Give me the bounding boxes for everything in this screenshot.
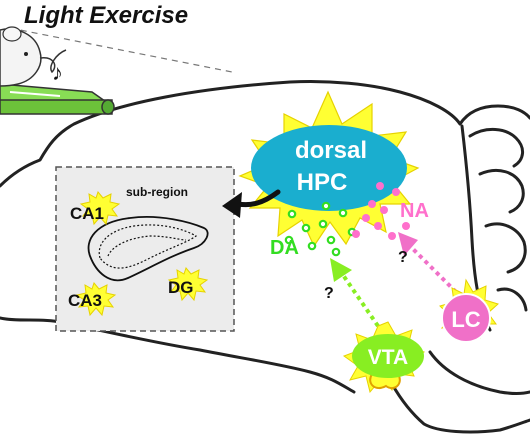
- hpc-label-line1: dorsal: [295, 137, 367, 164]
- label-ca1: CA1: [70, 204, 104, 223]
- hpc-label-line2: HPC: [297, 169, 348, 196]
- vta-nucleus: [352, 334, 424, 378]
- curved-arrow-icon: [222, 189, 281, 218]
- label-da: DA: [270, 237, 299, 259]
- hippocampus-outline: [87, 216, 209, 282]
- lc-projection: [398, 232, 458, 294]
- label-ca3: CA3: [68, 291, 102, 310]
- question-mark-da: ?: [324, 285, 334, 302]
- music-note-icon: ♪: [52, 60, 63, 85]
- label-vta: VTA: [368, 346, 408, 369]
- view-guide-line: [9, 27, 233, 73]
- hpc-ellipse: [251, 125, 407, 211]
- label-dg: DG: [168, 278, 194, 297]
- noradrenaline-dots: [352, 182, 410, 240]
- brain-outline: [0, 79, 530, 434]
- vta-projection: [330, 258, 380, 328]
- ca3-burst: [75, 281, 117, 317]
- treadmill-icon: [0, 83, 115, 115]
- ca1-burst: [79, 190, 121, 226]
- title: Light Exercise: [24, 2, 188, 29]
- dg-burst: [167, 266, 209, 302]
- lc-nucleus: [441, 293, 491, 343]
- label-subregion: sub-region: [126, 185, 188, 199]
- dopamine-dots: [284, 201, 357, 257]
- label-na: NA: [400, 200, 429, 222]
- rat-icon: [0, 26, 67, 87]
- label-lc: LC: [451, 307, 480, 332]
- question-mark-na: ?: [398, 249, 408, 266]
